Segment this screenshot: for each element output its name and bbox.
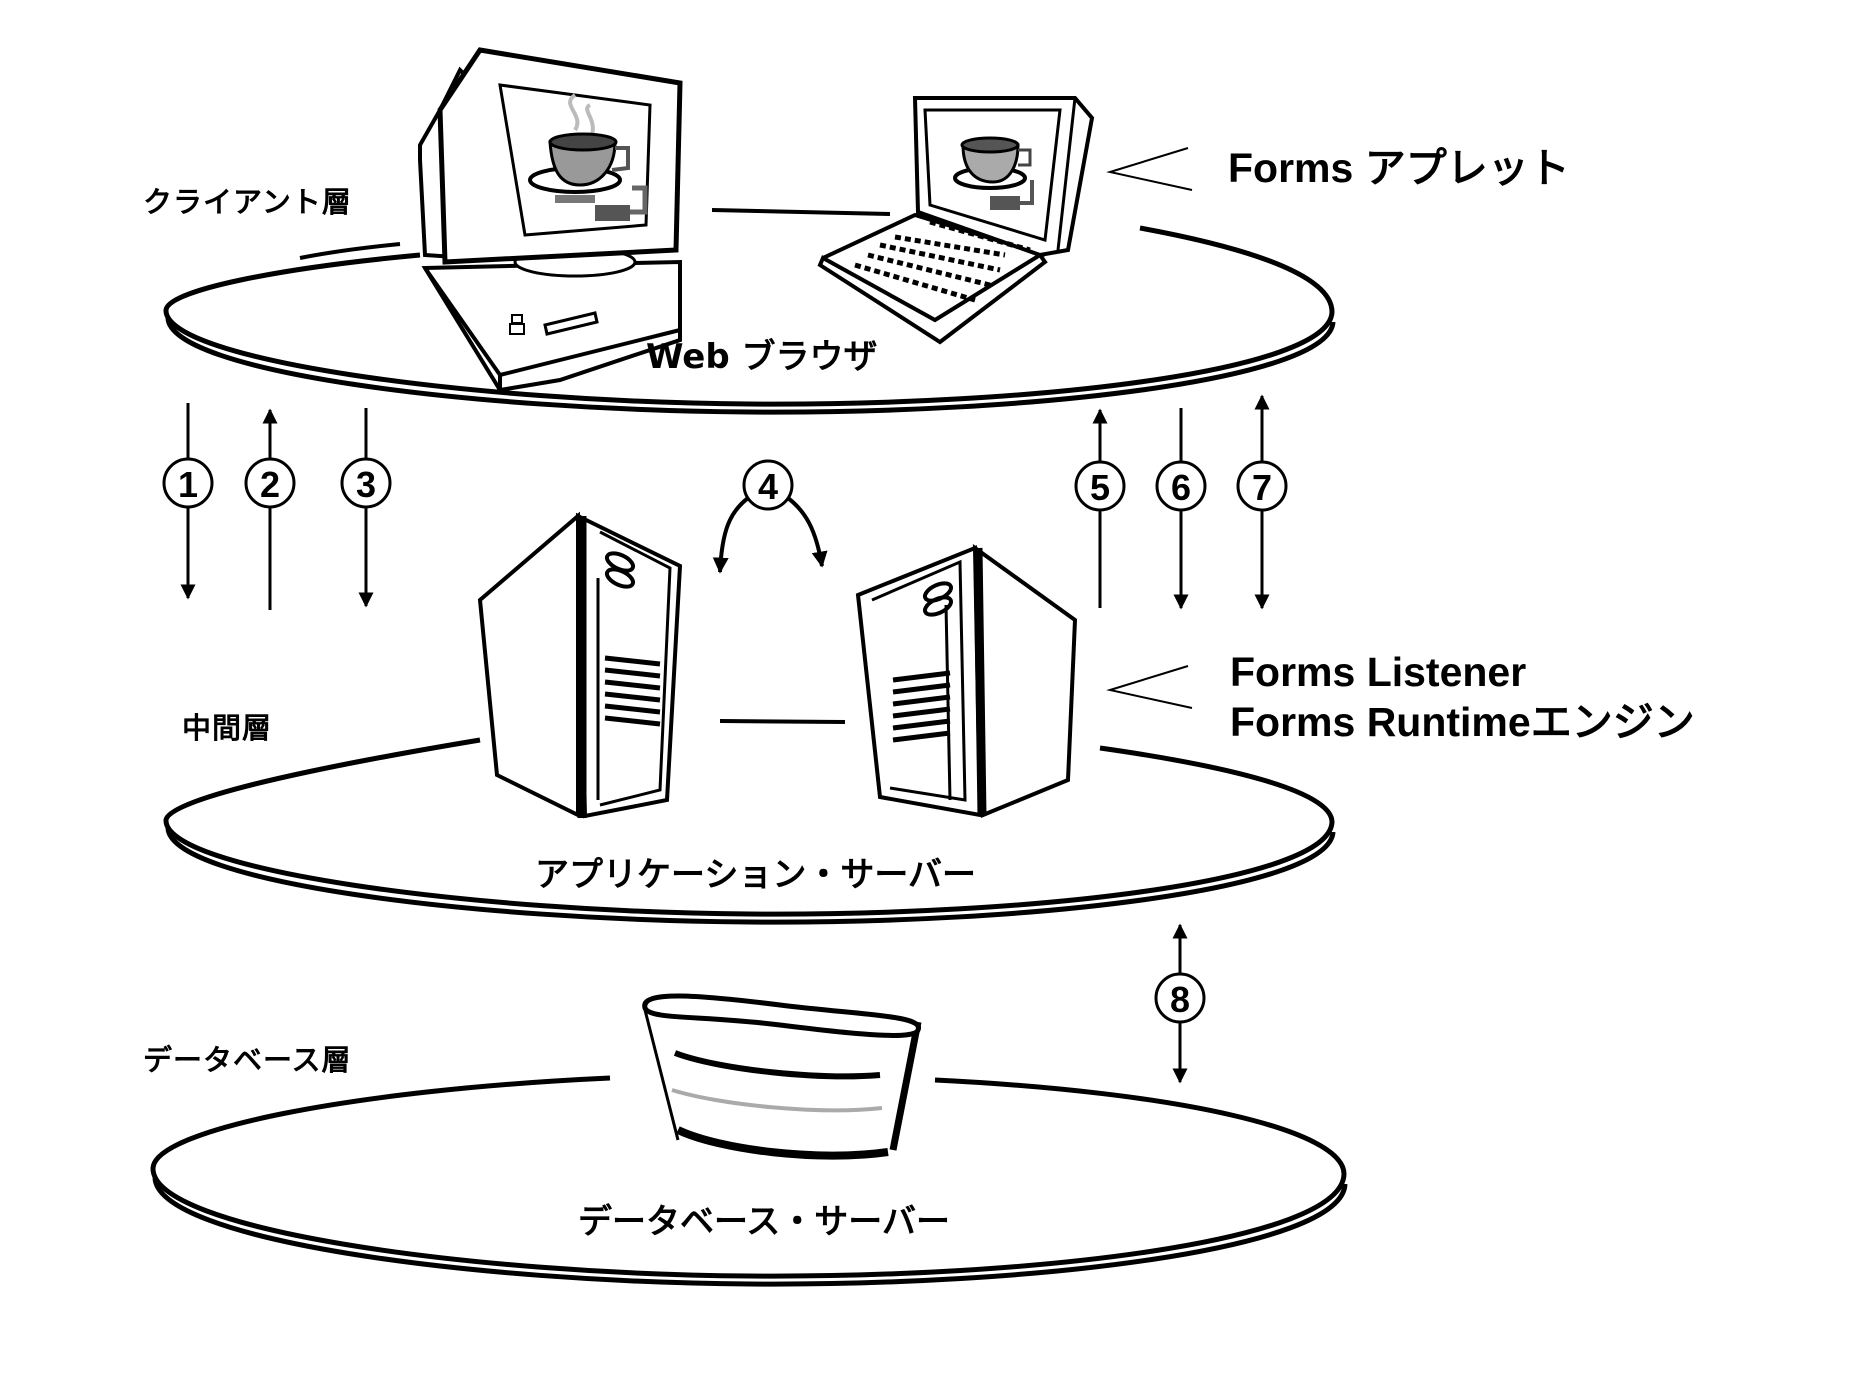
forms-applet-label: Forms アプレット <box>1228 145 1570 191</box>
step-circle-4 <box>742 459 794 511</box>
java-coffee-cup-icon <box>953 136 1034 210</box>
listener-callout-pointer <box>1106 665 1193 709</box>
step-circle-5 <box>1074 460 1126 512</box>
step-circle-8 <box>1154 972 1206 1024</box>
database-bucket-icon <box>642 993 922 1161</box>
step-circle-6 <box>1155 460 1207 512</box>
web-browser-label: Web ブラウザ <box>646 337 878 377</box>
server-tower-right-icon <box>855 544 1078 818</box>
server-tower-left-icon <box>477 511 683 819</box>
client-tier-plate <box>163 208 1336 415</box>
application-server-label: アプリケーション・サーバー <box>535 855 976 895</box>
applet-callout-pointer <box>1106 147 1193 191</box>
step-circles <box>162 457 1288 1024</box>
arrow-step-4-left <box>712 496 750 574</box>
database-server-label: データベース・サーバー <box>578 1202 950 1242</box>
step-number-3: 3 <box>356 464 376 505</box>
laptop-icon <box>817 96 1095 345</box>
step-circle-1 <box>162 457 214 509</box>
forms-listener-label: Forms Listener <box>1230 649 1527 695</box>
step-number-7: 7 <box>1252 467 1272 508</box>
step-number-4: 4 <box>758 466 778 507</box>
step-number-1: 1 <box>178 464 198 505</box>
step-circle-3 <box>340 457 392 509</box>
java-coffee-cup-icon <box>528 93 648 221</box>
step-number-8: 8 <box>1170 979 1190 1020</box>
step-number-6: 6 <box>1171 467 1191 508</box>
database-tier-plate <box>150 1075 1348 1287</box>
database-tier-label: データベース層 <box>143 1043 352 1077</box>
step-circle-2 <box>244 457 296 509</box>
middle-tier-label: 中間層 <box>182 711 273 745</box>
step-numbers: 1 2 3 4 5 6 7 8 <box>178 464 1272 1020</box>
arrow-step-4-right <box>786 496 828 568</box>
step-number-2: 2 <box>260 464 280 505</box>
client-tier-label: クライアント層 <box>143 185 352 219</box>
step-circle-7 <box>1236 460 1288 512</box>
forms-runtime-engine-label: Forms Runtimeエンジン <box>1230 699 1695 745</box>
step-number-5: 5 <box>1090 467 1110 508</box>
desktop-computer-icon <box>418 47 683 393</box>
keyboard-keys <box>854 219 1031 303</box>
